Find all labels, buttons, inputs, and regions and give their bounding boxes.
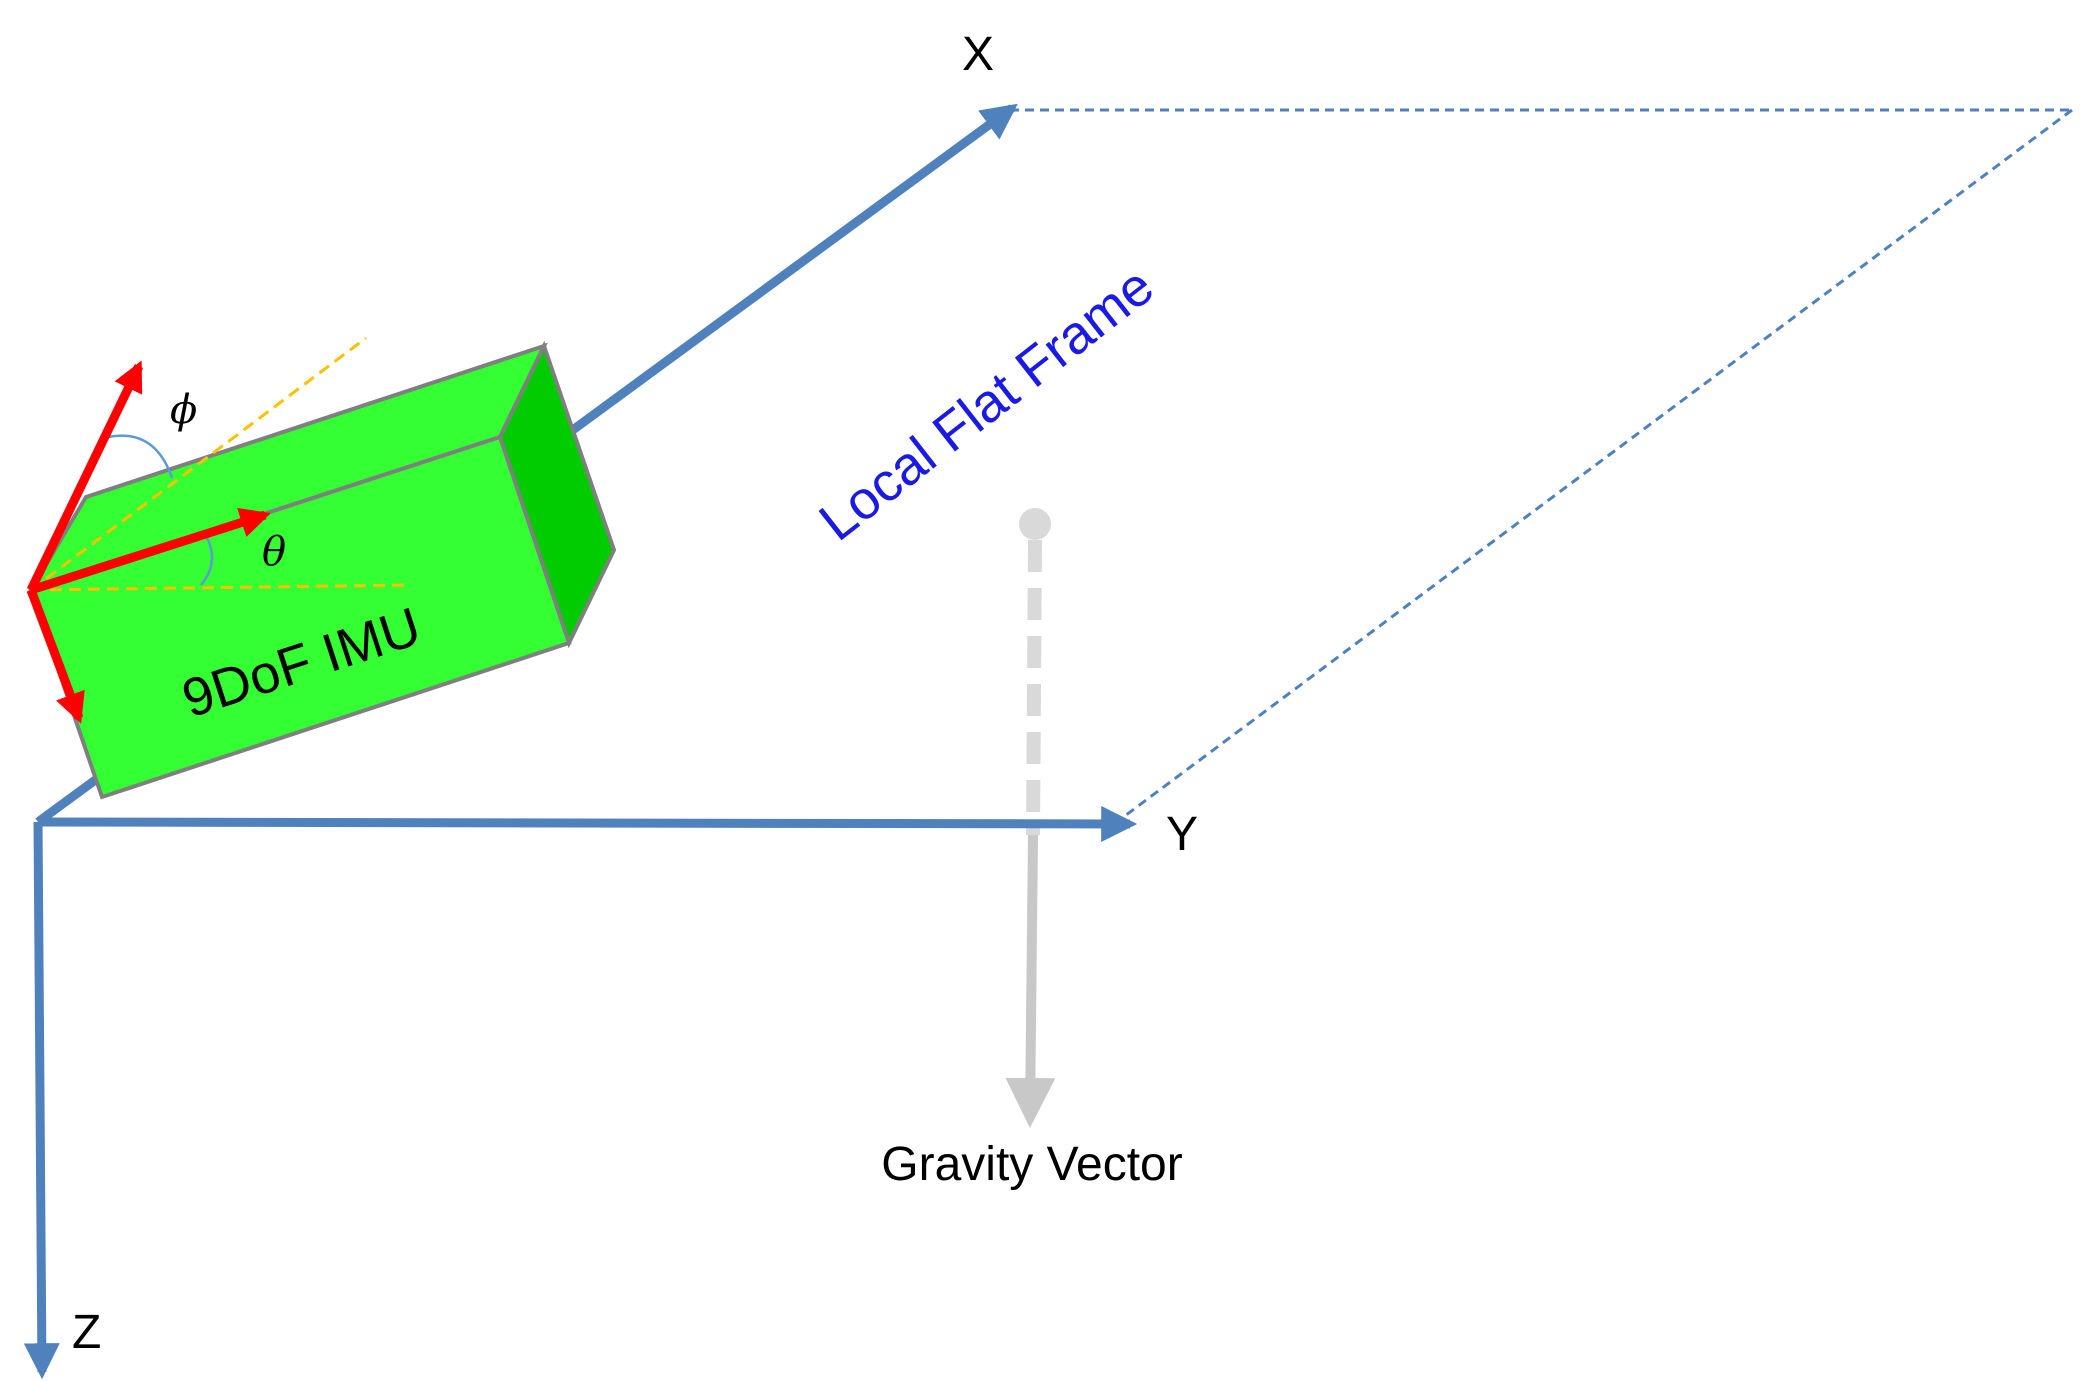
plane-right-edge [1121,108,2073,820]
local-flat-frame-label: Local Flat Frame [808,256,1164,553]
roll-angle-label: ϕ [170,387,197,433]
pitch-reference-line [30,583,411,592]
imu-front-face [28,434,572,800]
local-flat-frame-plane [1010,108,2073,820]
sensor-z-down-arrow [26,588,85,724]
roll-angle-arc [107,434,174,479]
z-axis-arrow [23,821,60,1380]
x-axis-label: X [962,28,994,81]
y-axis-arrow [37,805,1138,842]
gravity-arrow [1005,834,1056,1128]
gravity-origin-dot [1019,508,1051,540]
z-axis-label: Z [72,1306,101,1359]
sensor-x-arrow [29,507,271,595]
sensor-axes [26,360,271,724]
pitch-angle-label: θ [262,529,286,575]
roll-reference-line [30,336,367,592]
sensor-z-up-arrow [26,360,144,592]
gravity-vector [1005,508,1056,1128]
y-axis-label: Y [1166,808,1198,861]
gravity-vector-label: Gravity Vector [881,1138,1182,1191]
gravity-dashed-segment [1026,539,1042,836]
reference-lines [30,336,411,592]
